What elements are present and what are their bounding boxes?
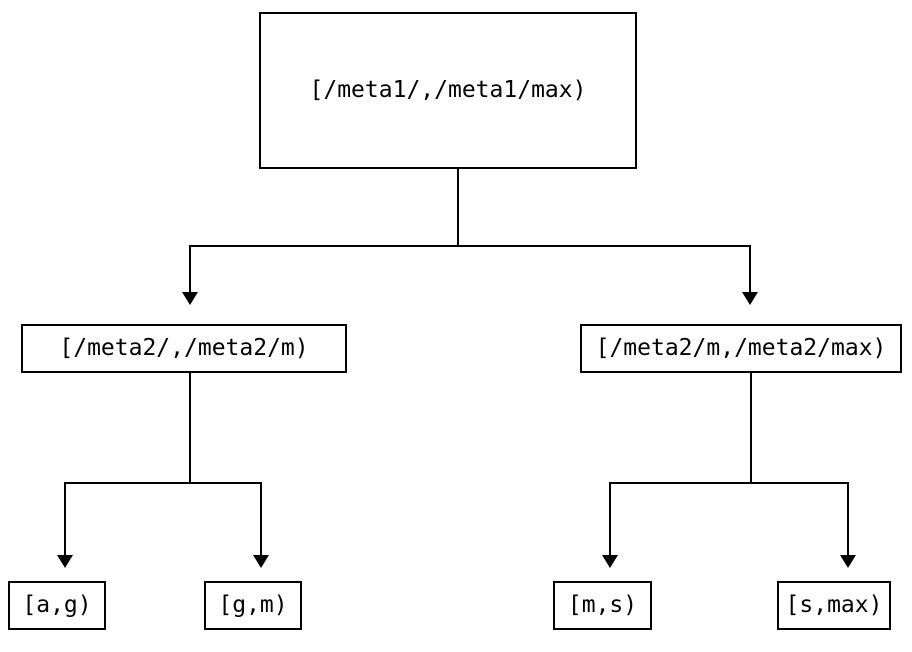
arrowhead-mid-left-to-leaf2-icon [253, 555, 269, 568]
node-root[interactable]: [/meta1/,/meta1/max) [259, 12, 637, 169]
edge-mid-left-to-leaf1-drop [64, 482, 66, 555]
edge-mid-left-to-leaf2-drop [260, 482, 262, 555]
edge-mid-right-to-leaf4-drop [847, 482, 849, 555]
node-mid-left-label: [/meta2/,/meta2/m) [59, 335, 309, 361]
node-leaf-4-label: [s,max) [785, 592, 883, 618]
node-leaf-2-label: [g,m) [218, 592, 288, 618]
node-leaf-3-label: [m,s) [567, 592, 638, 618]
node-mid-left[interactable]: [/meta2/,/meta2/m) [21, 324, 347, 373]
edge-mid-right-to-leaf3-drop [609, 482, 611, 555]
edge-root-crossbar [189, 245, 751, 247]
node-mid-right-label: [/meta2/m,/meta2/max) [595, 335, 887, 361]
edge-mid-right-stem [750, 373, 752, 484]
edge-root-stem [457, 169, 459, 247]
node-leaf-2[interactable]: [g,m) [204, 581, 302, 630]
edge-mid-right-crossbar [609, 482, 849, 484]
arrowhead-mid-left-to-leaf1-icon [57, 555, 73, 568]
node-leaf-3[interactable]: [m,s) [553, 581, 652, 630]
arrowhead-root-to-mid-right-icon [742, 292, 758, 305]
node-mid-right[interactable]: [/meta2/m,/meta2/max) [580, 324, 902, 373]
node-leaf-1[interactable]: [a,g) [8, 581, 106, 630]
edge-root-to-mid-right-drop [749, 245, 751, 292]
arrowhead-mid-right-to-leaf4-icon [840, 555, 856, 568]
edge-mid-left-stem [189, 373, 191, 484]
node-leaf-1-label: [a,g) [22, 592, 92, 618]
edge-root-to-mid-left-drop [189, 245, 191, 292]
edge-mid-left-crossbar [64, 482, 262, 484]
node-leaf-4[interactable]: [s,max) [777, 581, 891, 630]
arrowhead-mid-right-to-leaf3-icon [602, 555, 618, 568]
node-root-label: [/meta1/,/meta1/max) [309, 77, 587, 103]
arrowhead-root-to-mid-left-icon [182, 292, 198, 305]
